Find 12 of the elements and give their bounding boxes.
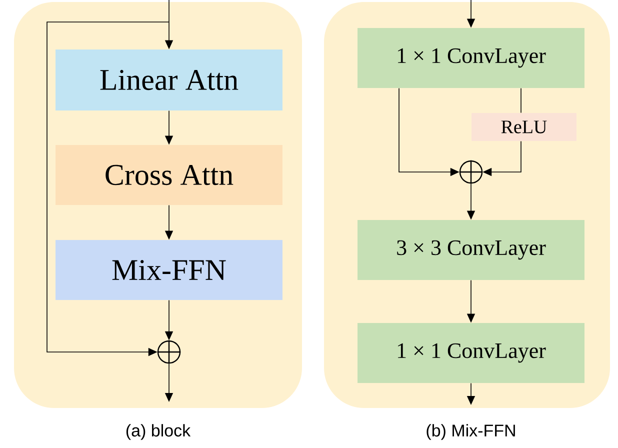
sum-symbol [156, 340, 182, 364]
layer-box: 3 × 3 ConvLayer [358, 220, 584, 280]
sum-symbol [458, 160, 484, 184]
activation-box: ReLU [472, 113, 576, 141]
caption: (a) block [126, 424, 191, 440]
layer-box: Mix-FFN [56, 240, 282, 300]
connector-line [520, 88, 522, 114]
layer-box: 1 × 1 ConvLayer [358, 28, 584, 88]
layer-box: 1 × 1 ConvLayer [358, 323, 584, 383]
layer-box: Cross Attn [56, 145, 282, 205]
caption: (b) Mix-FFN [426, 424, 515, 440]
layer-box: Linear Attn [56, 50, 282, 110]
